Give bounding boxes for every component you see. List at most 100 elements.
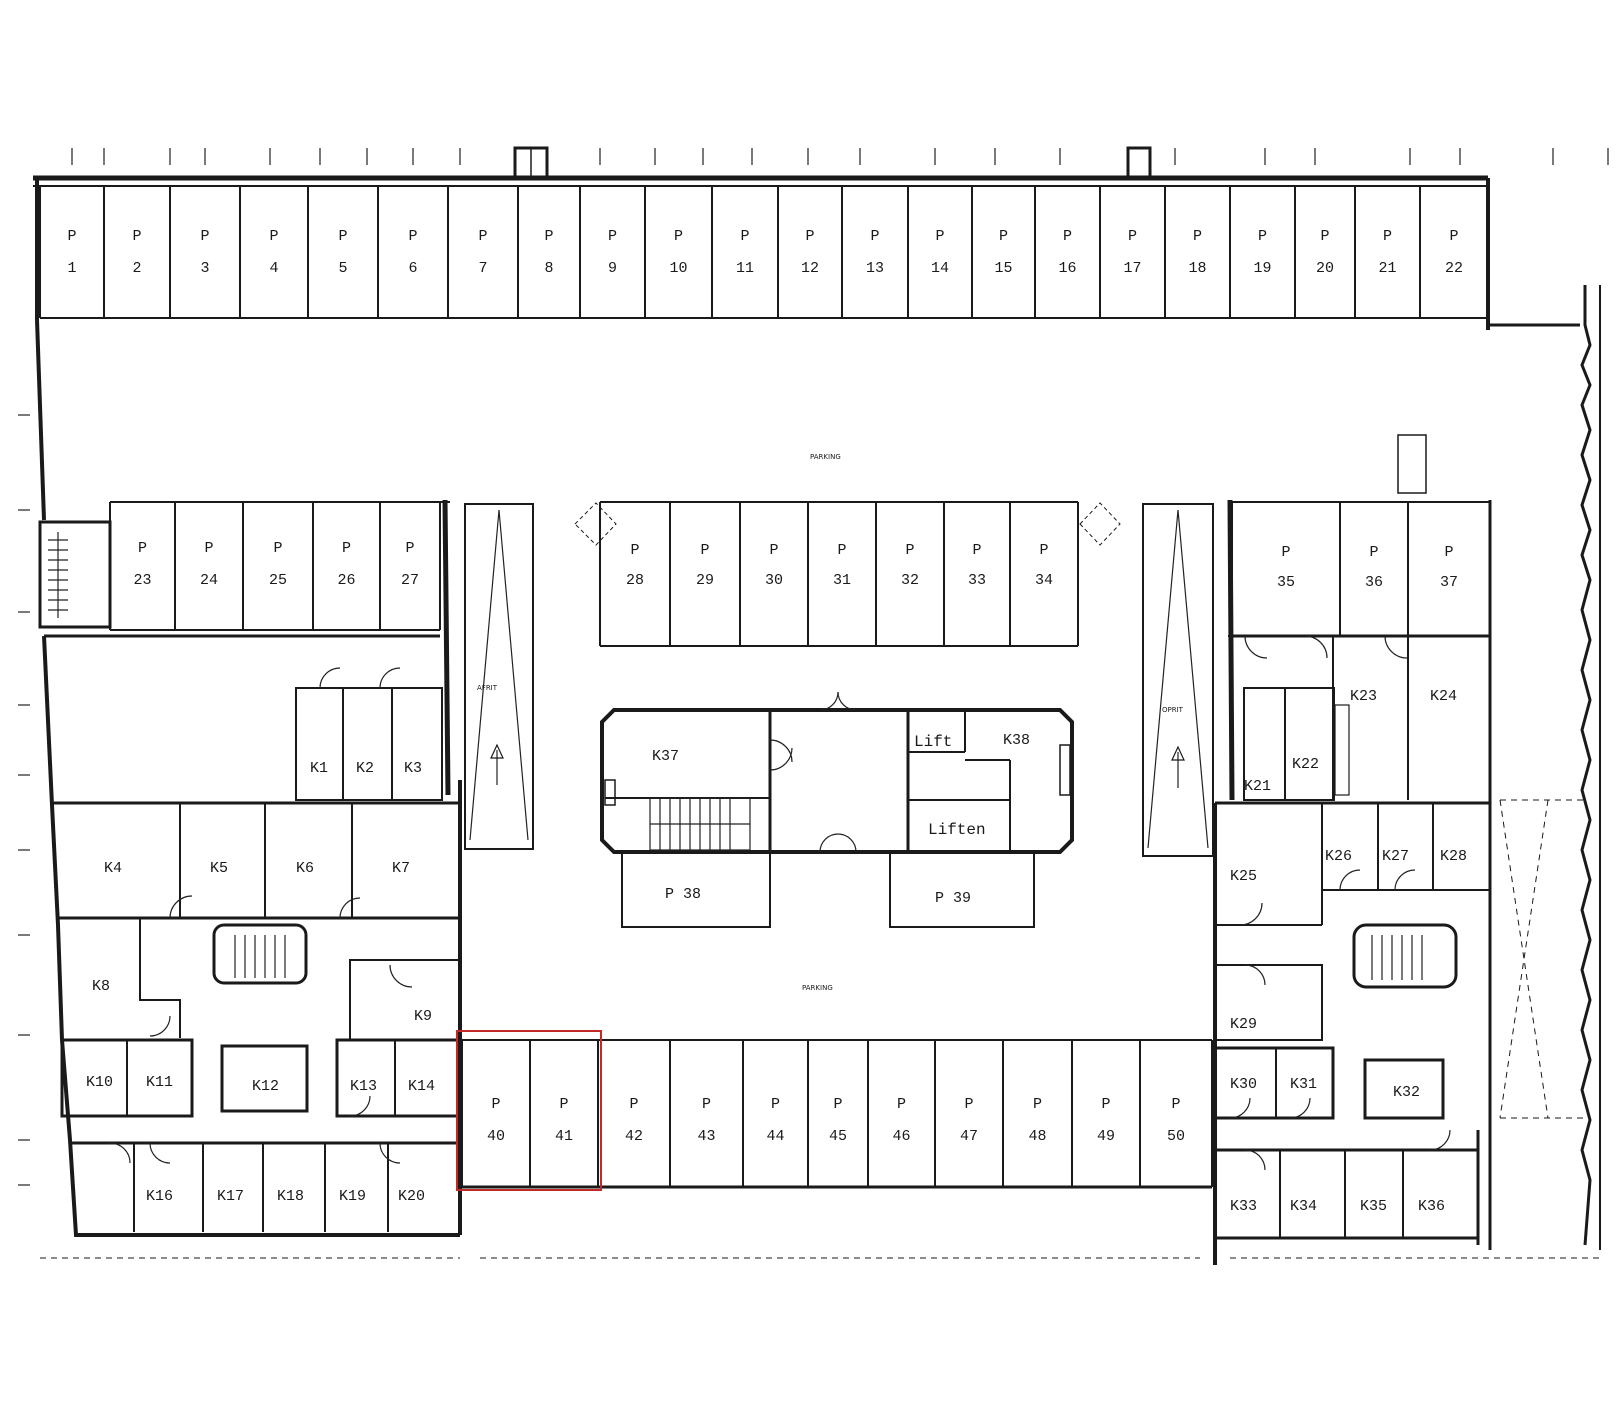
storage-k6: K6 bbox=[296, 860, 314, 877]
parking-space-prefix: P bbox=[273, 540, 282, 557]
parking-space-20: 20 bbox=[1316, 260, 1334, 277]
parking-space-46: 46 bbox=[892, 1128, 910, 1145]
parking-space-25: 25 bbox=[269, 572, 287, 589]
parking-space-4: 4 bbox=[269, 260, 278, 277]
parking-space-prefix: P bbox=[805, 228, 814, 245]
parking-space-36: 36 bbox=[1365, 574, 1383, 591]
k37-label: K37 bbox=[652, 748, 679, 765]
highlight-box bbox=[456, 1030, 602, 1191]
parking-space-30: 30 bbox=[765, 572, 783, 589]
storage-labels-left: K1 K2 K3 K4 K5 K6 K7 K8 K9 K10 K11 K12 K… bbox=[86, 760, 435, 1205]
parking-space-prefix: P bbox=[1193, 228, 1202, 245]
p39-label: P 39 bbox=[935, 890, 971, 907]
parking-space-47: 47 bbox=[960, 1128, 978, 1145]
parking-space-29: 29 bbox=[696, 572, 714, 589]
parking-space-prefix: P bbox=[837, 542, 846, 559]
parking-space-23: 23 bbox=[133, 572, 151, 589]
storage-k27: K27 bbox=[1382, 848, 1409, 865]
storage-k20: K20 bbox=[398, 1188, 425, 1205]
parking-space-18: 18 bbox=[1188, 260, 1206, 277]
storage-k17: K17 bbox=[217, 1188, 244, 1205]
storage-k4: K4 bbox=[104, 860, 122, 877]
parking-space-prefix: P bbox=[1033, 1096, 1042, 1113]
parking-space-7: 7 bbox=[478, 260, 487, 277]
parking-space-prefix: P bbox=[269, 228, 278, 245]
parking-space-12: 12 bbox=[801, 260, 819, 277]
parking-space-prefix: P bbox=[740, 228, 749, 245]
parking-space-44: 44 bbox=[766, 1128, 784, 1145]
parking-space-prefix: P bbox=[1444, 544, 1453, 561]
parking-space-prefix: P bbox=[999, 228, 1008, 245]
parking-space-prefix: P bbox=[771, 1096, 780, 1113]
parking-space-28: 28 bbox=[626, 572, 644, 589]
left-stair-block bbox=[38, 520, 112, 629]
parking-space-31: 31 bbox=[833, 572, 851, 589]
parking-space-prefix: P bbox=[972, 542, 981, 559]
storage-k22: K22 bbox=[1292, 756, 1319, 773]
parking-space-24: 24 bbox=[200, 572, 218, 589]
central-core: K37 K38 Lift Liften bbox=[600, 691, 1074, 854]
parking-space-33: 33 bbox=[968, 572, 986, 589]
parking-space-prefix: P bbox=[608, 228, 617, 245]
liften-label: Liften bbox=[928, 821, 986, 839]
parking-space-prefix: P bbox=[833, 1096, 842, 1113]
parking-space-prefix: P bbox=[630, 542, 639, 559]
parking-space-prefix: P bbox=[1171, 1096, 1180, 1113]
parking-space-48: 48 bbox=[1028, 1128, 1046, 1145]
storage-k23: K23 bbox=[1350, 688, 1377, 705]
parking-row-top: P1P2P3P4P5P6P7P8P9P10P11P12P13P14P15P16P… bbox=[39, 186, 1489, 319]
parking-space-prefix: P bbox=[1369, 544, 1378, 561]
parking-space-prefix: P bbox=[935, 228, 944, 245]
parking-space-prefix: P bbox=[200, 228, 209, 245]
parking-space-prefix: P bbox=[544, 228, 553, 245]
storage-labels-right: K21 K22 K23 K24 K25 K26 K27 K28 K29 K30 … bbox=[1230, 688, 1467, 1215]
parking-space-prefix: P bbox=[702, 1096, 711, 1113]
parking-space-2: 2 bbox=[132, 260, 141, 277]
parking-space-32: 32 bbox=[901, 572, 919, 589]
ramp-left: AFRIT bbox=[464, 503, 534, 850]
parking-space-prefix: P bbox=[338, 228, 347, 245]
parking-space-22: 22 bbox=[1445, 260, 1463, 277]
storage-k7: K7 bbox=[392, 860, 410, 877]
storage-wing-right bbox=[1213, 634, 1490, 1265]
parking-label-bottom: PARKING bbox=[802, 984, 833, 992]
storage-k19: K19 bbox=[339, 1188, 366, 1205]
storage-k11: K11 bbox=[146, 1074, 173, 1091]
parking-space-17: 17 bbox=[1123, 260, 1141, 277]
parking-space-27: 27 bbox=[401, 572, 419, 589]
parking-space-prefix: P bbox=[559, 1096, 568, 1113]
storage-k10: K10 bbox=[86, 1074, 113, 1091]
parking-space-41: 41 bbox=[555, 1128, 573, 1145]
parking-space-prefix: P bbox=[478, 228, 487, 245]
parking-space-42: 42 bbox=[625, 1128, 643, 1145]
parking-space-10: 10 bbox=[669, 260, 687, 277]
storage-k24: K24 bbox=[1430, 688, 1457, 705]
parking-space-45: 45 bbox=[829, 1128, 847, 1145]
parking-space-prefix: P bbox=[204, 540, 213, 557]
storage-k3: K3 bbox=[404, 760, 422, 777]
parking-space-prefix: P bbox=[342, 540, 351, 557]
storage-k36: K36 bbox=[1418, 1198, 1445, 1215]
storage-k13: K13 bbox=[350, 1078, 377, 1095]
parking-space-prefix: P bbox=[138, 540, 147, 557]
storage-k33: K33 bbox=[1230, 1198, 1257, 1215]
parking-space-16: 16 bbox=[1058, 260, 1076, 277]
parking-space-13: 13 bbox=[866, 260, 884, 277]
storage-k1: K1 bbox=[310, 760, 328, 777]
storage-k31: K31 bbox=[1290, 1076, 1317, 1093]
parking-space-40: 40 bbox=[487, 1128, 505, 1145]
parking-space-prefix: P bbox=[1063, 228, 1072, 245]
parking-space-prefix: P bbox=[408, 228, 417, 245]
parking-space-prefix: P bbox=[769, 542, 778, 559]
ramp-right-label: OPRIT bbox=[1162, 706, 1184, 714]
parking-space-6: 6 bbox=[408, 260, 417, 277]
parking-space-1: 1 bbox=[67, 260, 76, 277]
storage-k12: K12 bbox=[252, 1078, 279, 1095]
parking-space-prefix: P bbox=[1128, 228, 1137, 245]
storage-k14: K14 bbox=[408, 1078, 435, 1095]
parking-space-14: 14 bbox=[931, 260, 949, 277]
parking-space-prefix: P bbox=[674, 228, 683, 245]
